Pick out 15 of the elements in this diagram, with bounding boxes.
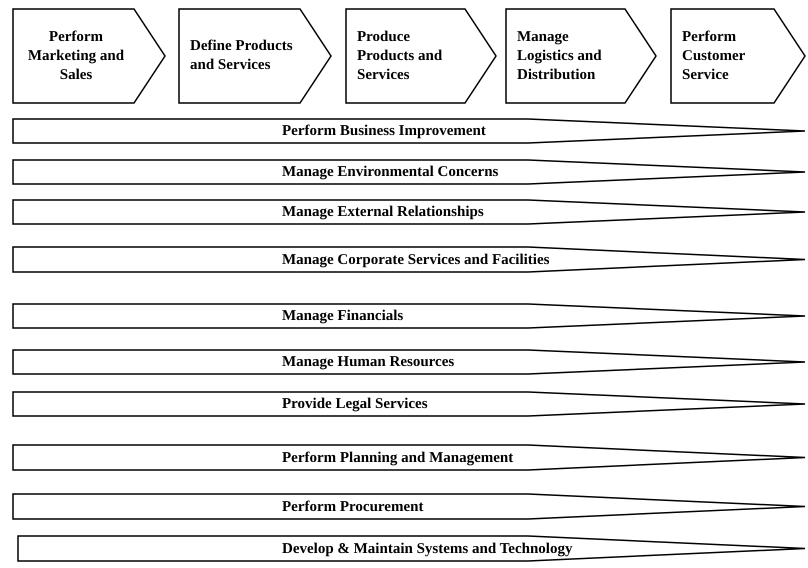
- process-label: Manage Environmental Concerns: [282, 163, 498, 181]
- process-label: Perform Marketing and Sales: [26, 28, 126, 84]
- process-label: Manage Human Resources: [282, 353, 454, 371]
- process-label: Perform Planning and Management: [282, 448, 514, 466]
- process-label: Provide Legal Services: [282, 395, 428, 413]
- process-label: Produce Products and Services: [357, 28, 444, 84]
- process-label: Manage External Relationships: [282, 203, 484, 221]
- process-label: Manage Corporate Services and Facilities: [282, 250, 550, 268]
- process-label: Develop & Maintain Systems and Technology: [282, 540, 572, 558]
- process-label: Perform Customer Service: [682, 28, 746, 84]
- process-label: Manage Financials: [282, 307, 404, 325]
- process-label: Perform Procurement: [282, 498, 424, 516]
- process-label: Define Products and Services: [190, 37, 294, 75]
- process-label: Perform Business Improvement: [282, 122, 486, 140]
- process-label: Manage Logistics and Distribution: [517, 28, 603, 84]
